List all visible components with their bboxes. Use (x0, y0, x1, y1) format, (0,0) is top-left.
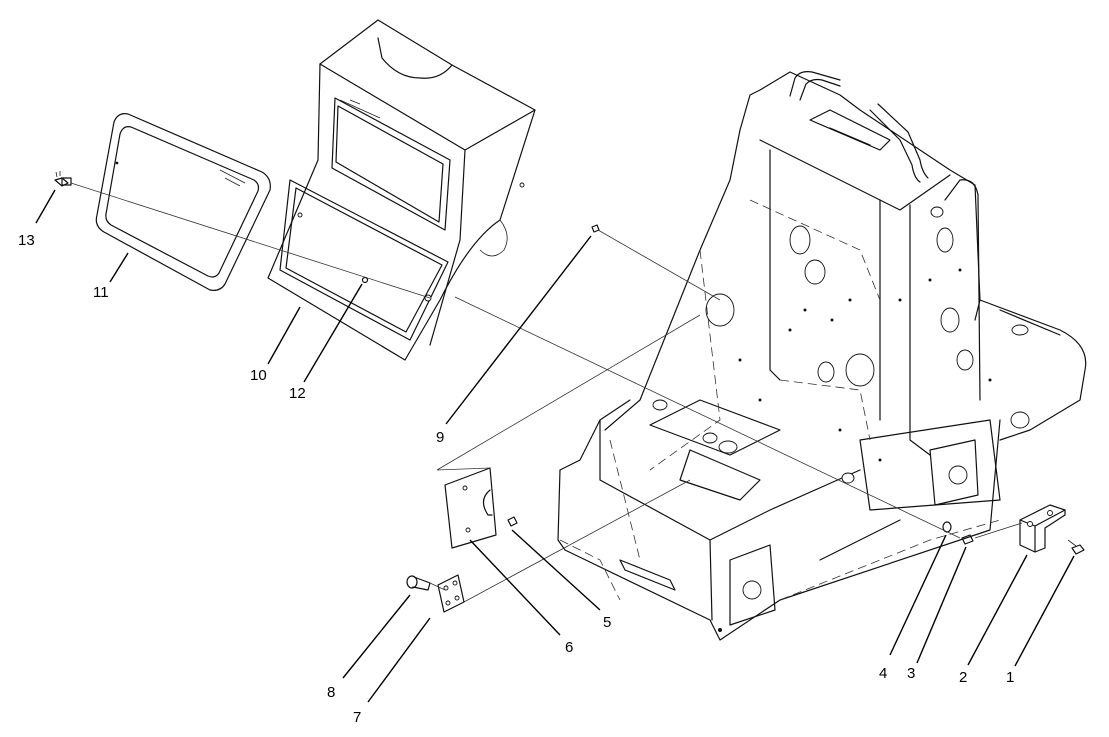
leader-lines (35, 189, 1075, 703)
part-10-shroud (267, 19, 536, 361)
callout-13: 13 (18, 232, 35, 249)
callout-3: 3 (907, 665, 915, 682)
chassis-frame (557, 71, 1087, 641)
assembly-lines (70, 182, 1023, 603)
callout-6: 6 (565, 639, 573, 656)
callout-2: 2 (959, 669, 967, 686)
part-12-screw (361, 276, 369, 284)
callout-12: 12 (289, 385, 306, 402)
callout-8: 8 (327, 684, 335, 701)
part-6-plate (444, 467, 497, 549)
part-8-pin (406, 575, 431, 591)
part-13-fitting (54, 171, 72, 187)
callout-10: 10 (250, 367, 267, 384)
part-5-bolt (507, 516, 518, 527)
callout-1: 1 (1006, 669, 1014, 686)
callout-labels: 13 11 10 12 9 5 6 8 7 4 3 2 1 (18, 232, 1014, 726)
part-11-frame (95, 113, 271, 291)
part-9-bolt (591, 224, 600, 233)
part-3-nut (961, 534, 974, 545)
part-1-bolt (1067, 539, 1085, 555)
callout-9: 9 (436, 429, 444, 446)
part-7-plate (437, 574, 465, 613)
callout-5: 5 (603, 614, 611, 631)
callout-11: 11 (93, 284, 109, 301)
part-2-bracket (1019, 504, 1066, 553)
callout-4: 4 (879, 665, 887, 682)
callout-7: 7 (353, 709, 361, 726)
